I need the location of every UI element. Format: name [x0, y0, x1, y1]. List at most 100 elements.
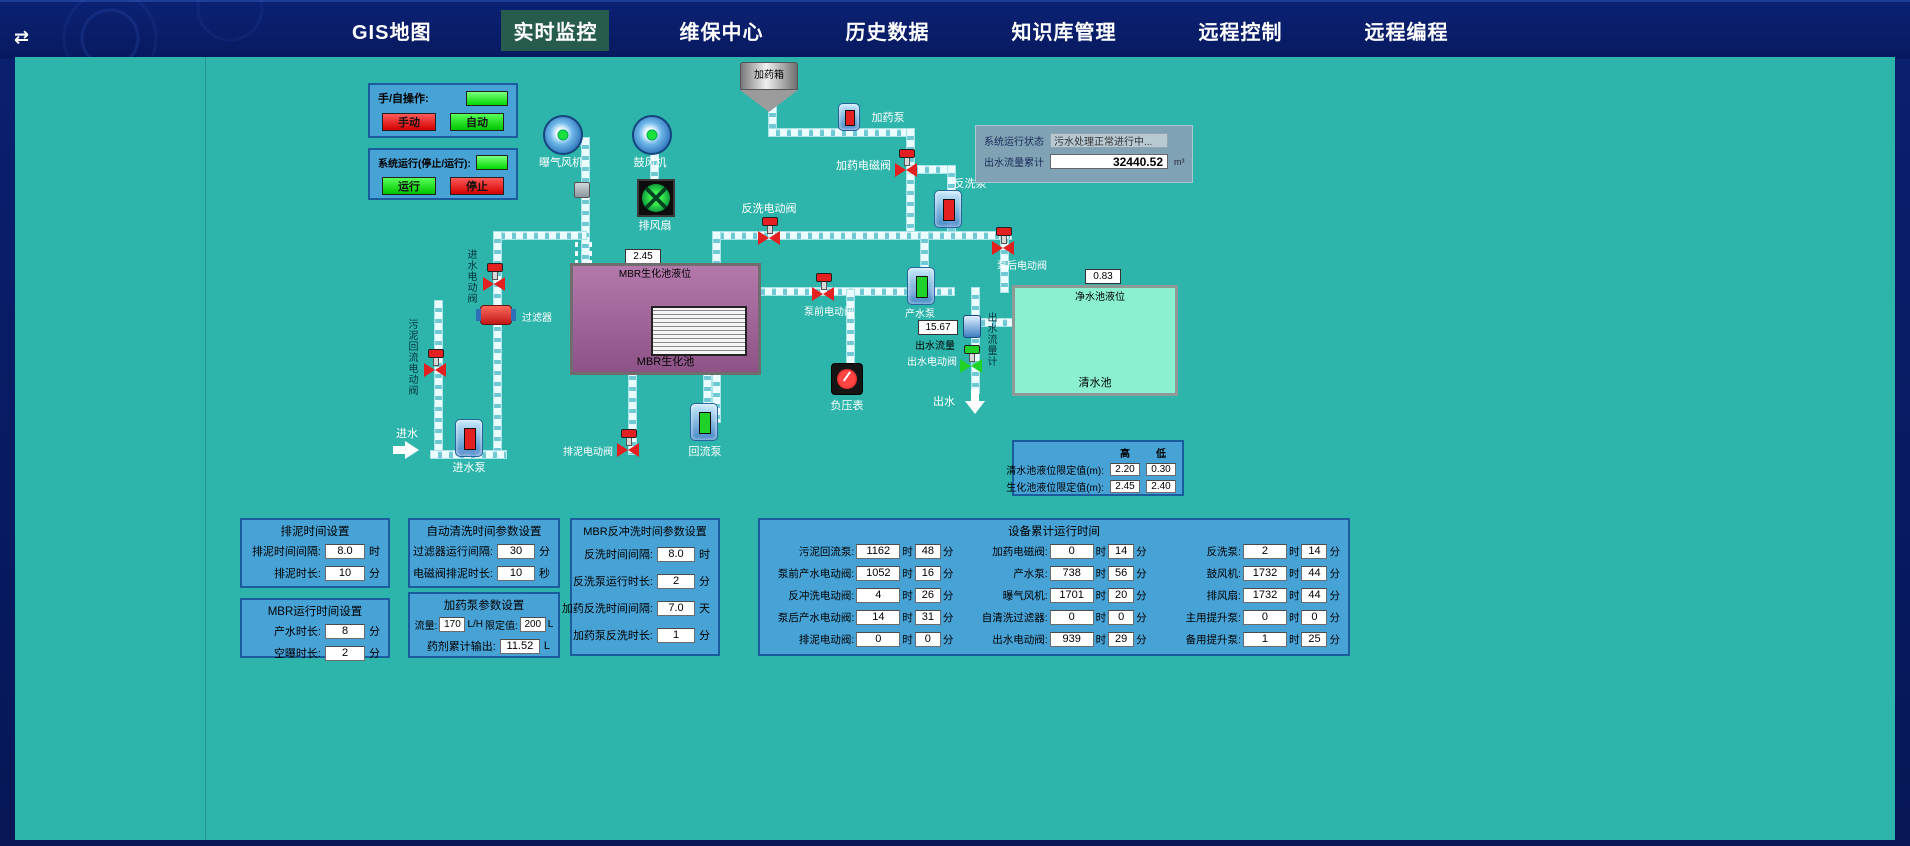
runtime-hours-input[interactable]	[1049, 631, 1094, 647]
backwash-pump-icon[interactable]	[934, 190, 962, 228]
tab-realtime-monitor[interactable]: 实时监控	[501, 10, 610, 51]
auto-button[interactable]: 自动	[450, 113, 504, 131]
mode-indicator-led	[466, 90, 508, 106]
runtime-hours-input[interactable]	[1049, 609, 1094, 625]
inflow-pump-label: 进水泵	[452, 462, 486, 474]
bio-limit-high-input[interactable]	[1110, 480, 1140, 493]
system-status-field[interactable]	[1050, 133, 1168, 148]
runtime-hours-input[interactable]	[1049, 587, 1094, 603]
dosing-pump-icon[interactable]	[838, 103, 860, 131]
clean-limit-low-input[interactable]	[1146, 463, 1176, 476]
inflow-pump-icon[interactable]	[455, 419, 483, 457]
inflow-valve-label: 进水电动阀	[465, 249, 476, 304]
unit-minute: 分	[369, 568, 380, 580]
runtime-hours-input[interactable]	[1242, 587, 1287, 603]
mode-control-panel: 手/自操作: 手动 自动	[368, 83, 518, 138]
backwash-time-title: MBR反冲洗时间参数设置	[583, 526, 707, 538]
dosing-flow-input[interactable]	[439, 617, 466, 632]
idle-aeration-input[interactable]	[325, 645, 365, 661]
backwash-interval-input[interactable]	[657, 546, 695, 562]
mbr-tank: MBR生化池	[570, 263, 761, 375]
runtime-hours-input[interactable]	[856, 565, 901, 581]
vacuum-gauge-icon[interactable]	[831, 363, 863, 395]
runtime-hours-input[interactable]	[856, 587, 901, 603]
run-button[interactable]: 运行	[382, 177, 436, 195]
runtime-minutes-input[interactable]	[914, 543, 941, 559]
runtime-label: 排风扇:	[1206, 589, 1241, 602]
pipe-instrument-icon[interactable]	[574, 182, 590, 198]
runtime-minutes-input[interactable]	[1301, 543, 1328, 559]
runtime-minutes-input[interactable]	[1301, 609, 1328, 625]
runtime-minutes-input[interactable]	[1108, 587, 1135, 603]
clean-water-tank: 清水池	[1012, 285, 1178, 396]
runtime-hours-input[interactable]	[1242, 565, 1287, 581]
runtime-minutes-input[interactable]	[1108, 565, 1135, 581]
runtime-column: 污泥回流泵: 时 分 泵前产水电动阀: 时 分 反冲洗电动阀:	[768, 540, 953, 650]
backwash-pump-duration-input[interactable]	[657, 573, 695, 589]
tab-remote-programming[interactable]: 远程编程	[1364, 22, 1449, 44]
outflow-meter-icon[interactable]	[963, 315, 981, 338]
runtime-minutes-input[interactable]	[1301, 565, 1328, 581]
dosing-backwash-duration-input[interactable]	[657, 627, 695, 643]
runtime-minutes-input[interactable]	[914, 631, 941, 647]
runtime-hours-input[interactable]	[1049, 565, 1094, 581]
dosing-backwash-interval-input[interactable]	[657, 600, 695, 616]
stop-button[interactable]: 停止	[450, 177, 504, 195]
runtime-hours-input[interactable]	[1242, 543, 1287, 559]
tab-remote-control[interactable]: 远程控制	[1198, 22, 1283, 44]
clean-limit-high-input[interactable]	[1110, 463, 1140, 476]
runtime-label: 自清洗过滤器:	[981, 611, 1048, 624]
filter-icon[interactable]	[476, 305, 516, 325]
tab-maintenance-center[interactable]: 维保中心	[679, 22, 764, 44]
backwash-valve-icon[interactable]	[758, 217, 780, 245]
return-pump-icon[interactable]	[690, 403, 718, 441]
solenoid-sludge-input[interactable]	[497, 565, 535, 581]
tab-knowledge-base[interactable]: 知识库管理	[1011, 22, 1117, 44]
runtime-minutes-input[interactable]	[1108, 609, 1135, 625]
runtime-minutes-input[interactable]	[914, 587, 941, 603]
runtime-hours-input[interactable]	[856, 543, 901, 559]
sludge-return-valve-icon[interactable]	[424, 349, 446, 377]
dosing-solenoid-valve-icon[interactable]	[895, 149, 917, 177]
tab-gis-map[interactable]: GIS地图	[352, 22, 432, 44]
runtime-hours-input[interactable]	[1242, 631, 1287, 647]
runtime-minutes-input[interactable]	[1301, 631, 1328, 647]
tab-history-data[interactable]: 历史数据	[845, 22, 930, 44]
dosing-tank-icon[interactable]: 加药箱	[740, 62, 798, 112]
bio-limit-low-input[interactable]	[1146, 480, 1176, 493]
blower-icon[interactable]	[632, 115, 672, 155]
filter-interval-input[interactable]	[497, 543, 535, 559]
inflow-arrow-icon	[393, 441, 419, 459]
runtime-minutes-input[interactable]	[914, 609, 941, 625]
pre-pump-valve-icon[interactable]	[812, 273, 834, 301]
membrane-module-icon[interactable]	[651, 306, 747, 356]
runtime-hours-input[interactable]	[856, 631, 901, 647]
runtime-label: 泵后产水电动阀:	[777, 611, 855, 624]
runtime-minutes-input[interactable]	[914, 565, 941, 581]
runtime-hours-input[interactable]	[1049, 543, 1094, 559]
dosing-total-output[interactable]	[499, 638, 540, 654]
runtime-minutes-input[interactable]	[1301, 587, 1328, 603]
product-pump-icon[interactable]	[907, 267, 935, 305]
inflow-valve-icon[interactable]	[483, 263, 505, 291]
runtime-hours-input[interactable]	[1242, 609, 1287, 625]
runtime-minutes-input[interactable]	[1108, 543, 1135, 559]
dosing-limit-input[interactable]	[519, 617, 546, 632]
product-duration-input[interactable]	[325, 623, 365, 639]
sludge-duration-input[interactable]	[325, 565, 365, 581]
unit-hour: 时	[902, 545, 913, 558]
runtime-row: 泵后产水电动阀: 时 分	[768, 606, 953, 628]
runtime-hours-input[interactable]	[856, 609, 901, 625]
sidebar-toggle-icon[interactable]: ⇄	[14, 27, 30, 47]
flow-total-field[interactable]	[1050, 154, 1168, 169]
sludge-valve-icon[interactable]	[617, 429, 639, 457]
exhaust-fan-icon[interactable]	[637, 179, 675, 217]
dosing-pump-label: 加药泵	[871, 112, 905, 124]
runtime-minutes-input[interactable]	[1108, 631, 1135, 647]
sludge-interval-input[interactable]	[325, 543, 365, 559]
outflow-valve-icon[interactable]	[960, 345, 982, 373]
outflow-label: 出水	[933, 396, 955, 408]
aeration-blower-icon[interactable]	[543, 115, 583, 155]
manual-button[interactable]: 手动	[382, 113, 436, 131]
post-pump-valve-icon[interactable]	[992, 227, 1014, 255]
